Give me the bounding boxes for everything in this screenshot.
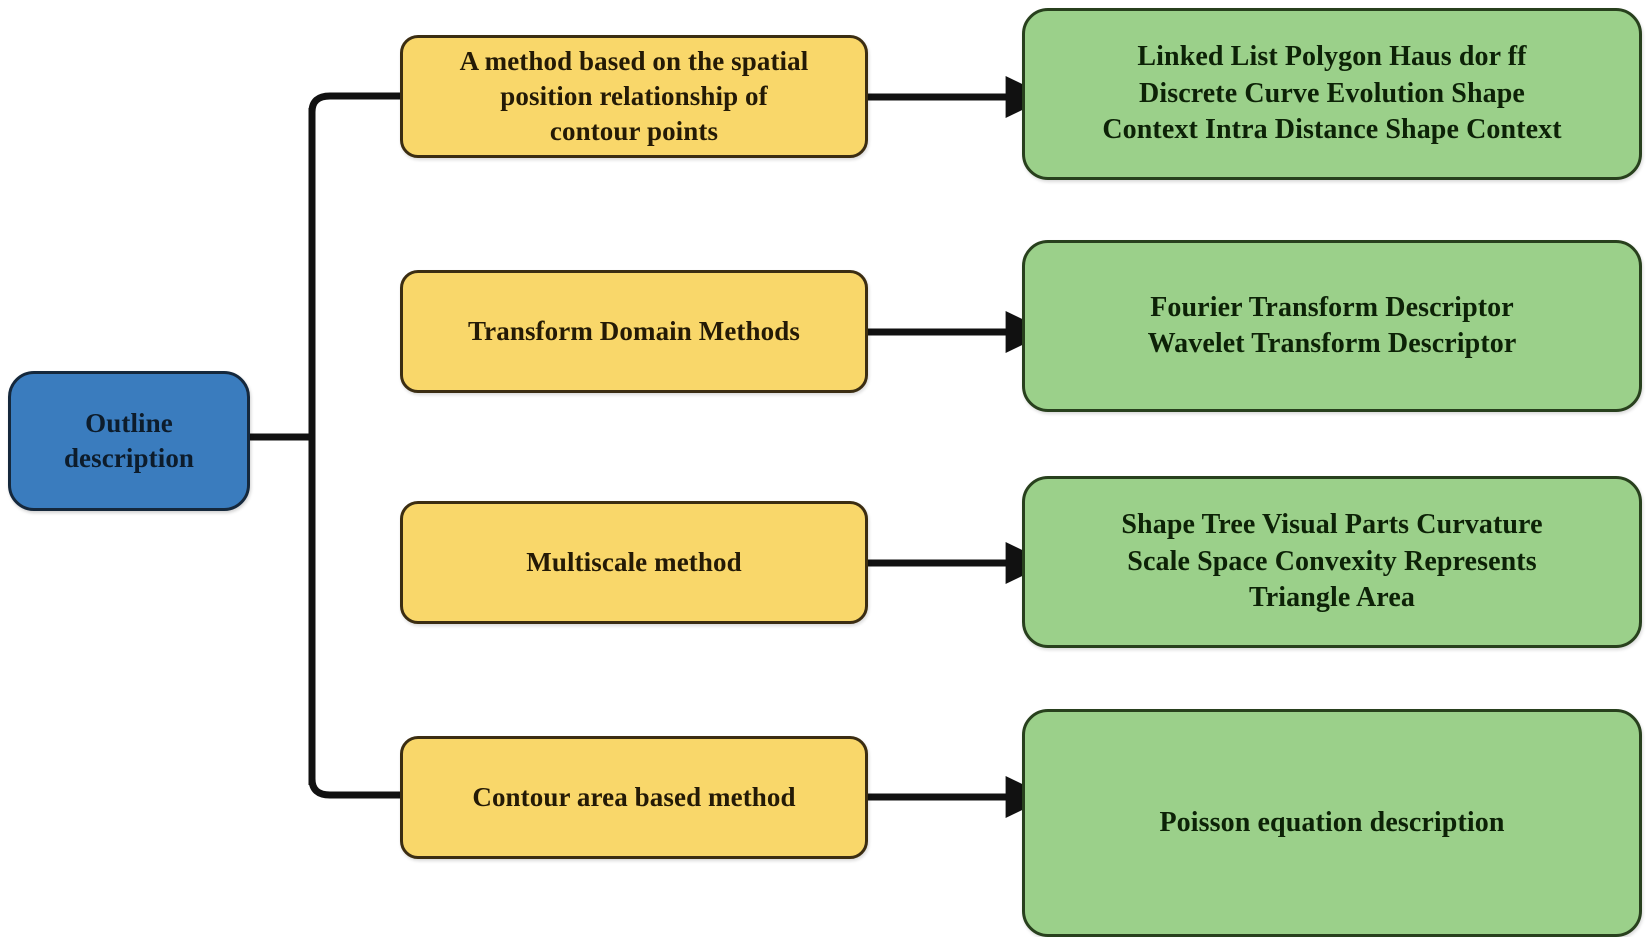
category-node-2-label: Transform Domain Methods xyxy=(468,315,800,346)
branch-connector-1 xyxy=(308,92,400,113)
detail-node-3-label: Shape Tree Visual Parts Curvature Scale … xyxy=(1121,509,1543,614)
category-node-3-label: Multiscale method xyxy=(526,546,742,577)
branch-connector-4 xyxy=(308,778,400,799)
category-node-4-label: Contour area based method xyxy=(472,781,796,812)
detail-node-4[interactable]: Poisson equation description xyxy=(1022,709,1642,937)
root-node-outline-description[interactable]: Outline description xyxy=(8,371,250,511)
category-node-2[interactable]: Transform Domain Methods xyxy=(400,270,868,393)
detail-node-2-label: Fourier Transform Descriptor Wavelet Tra… xyxy=(1147,291,1517,359)
root-node-label: Outline description xyxy=(63,407,195,473)
category-node-3[interactable]: Multiscale method xyxy=(400,501,868,624)
detail-node-2[interactable]: Fourier Transform Descriptor Wavelet Tra… xyxy=(1022,240,1642,412)
detail-node-4-label: Poisson equation description xyxy=(1159,806,1505,838)
detail-node-3[interactable]: Shape Tree Visual Parts Curvature Scale … xyxy=(1022,476,1642,648)
category-node-1-label: A method based on the spatial position r… xyxy=(459,45,809,147)
detail-node-1-label: Linked List Polygon Haus dor ff Discrete… xyxy=(1102,41,1562,146)
category-node-4[interactable]: Contour area based method xyxy=(400,736,868,859)
category-node-1[interactable]: A method based on the spatial position r… xyxy=(400,35,868,158)
detail-node-1[interactable]: Linked List Polygon Haus dor ff Discrete… xyxy=(1022,8,1642,180)
